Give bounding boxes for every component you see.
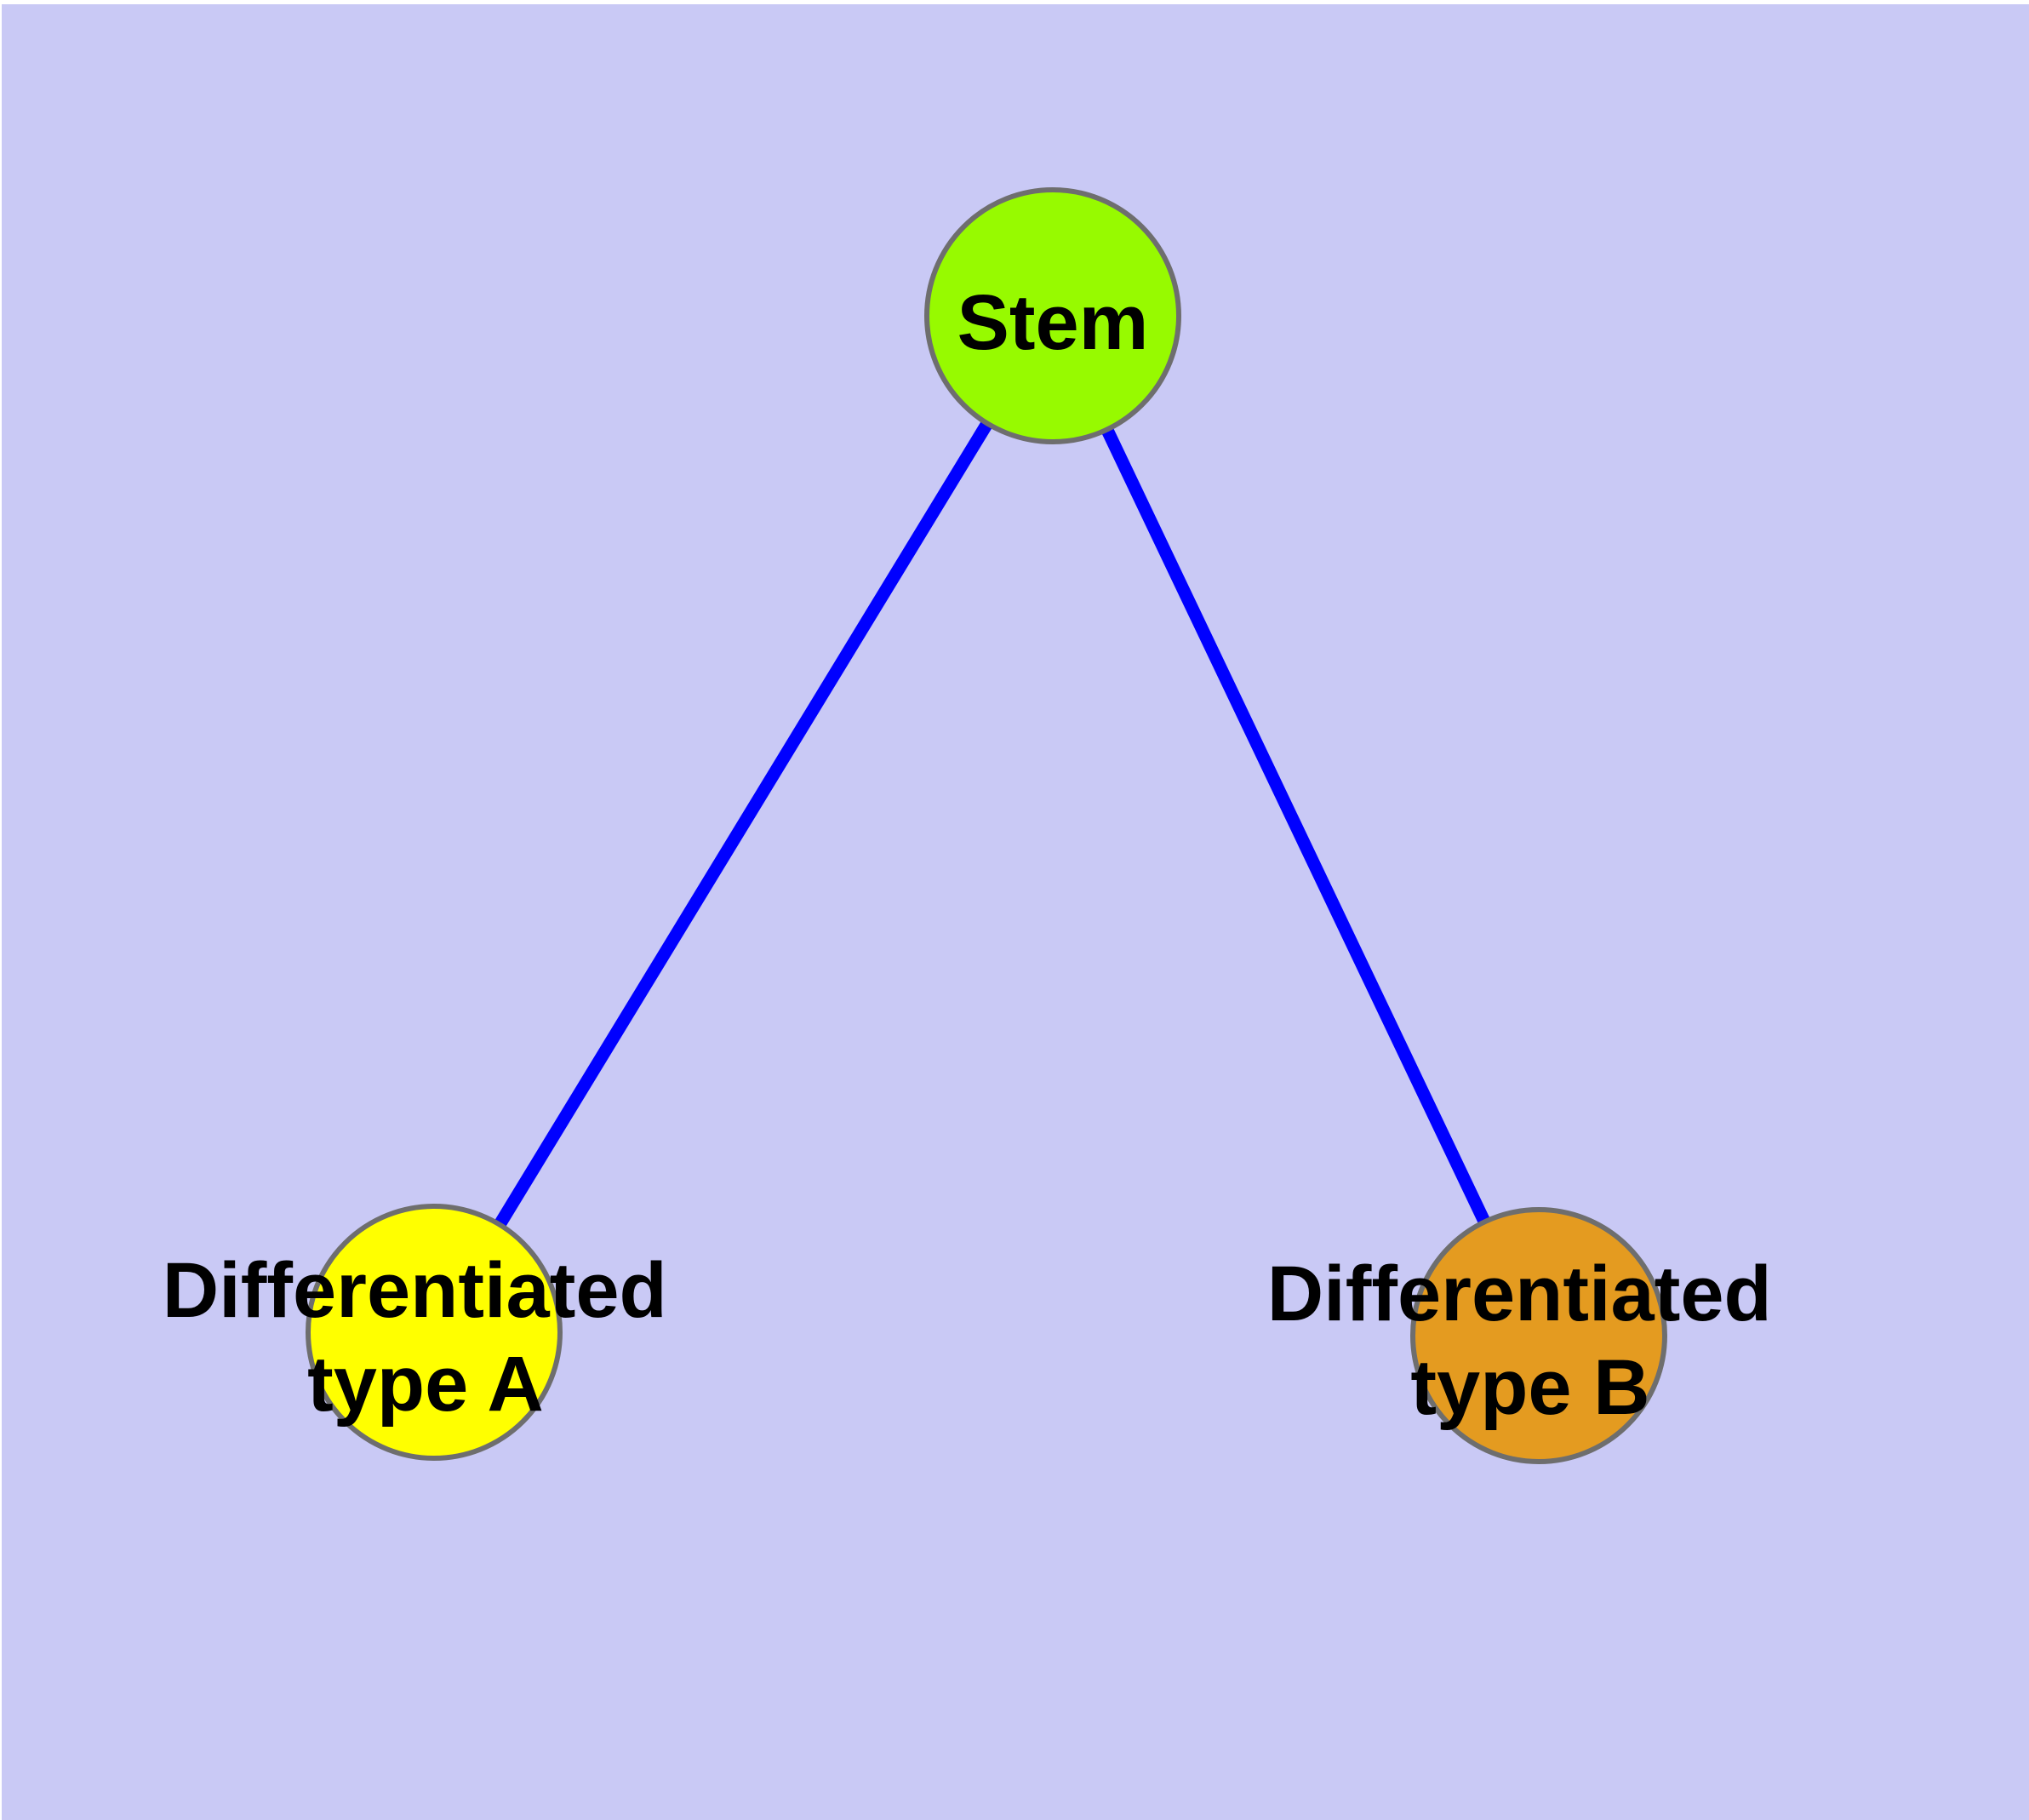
node-label-differentiated-type-a: Differentiated type A [163, 1247, 689, 1428]
label-line: type B [1410, 1344, 1649, 1431]
label-line: Stem [957, 279, 1149, 366]
label-line: Differentiated [1267, 1251, 1772, 1337]
node-label-differentiated-type-b: Differentiated type B [1267, 1251, 1794, 1431]
node-label-stem: Stem [957, 279, 1149, 366]
edge-stem-to-type-a [428, 312, 1059, 1336]
edge-stem-to-type-b [1047, 312, 1545, 1339]
node-differentiated-type-b[interactable] [1410, 1207, 1667, 1464]
label-line: Differentiated [163, 1247, 667, 1334]
label-line: type A [307, 1341, 544, 1428]
node-stem[interactable] [924, 187, 1181, 444]
node-differentiated-type-a[interactable] [306, 1204, 563, 1461]
